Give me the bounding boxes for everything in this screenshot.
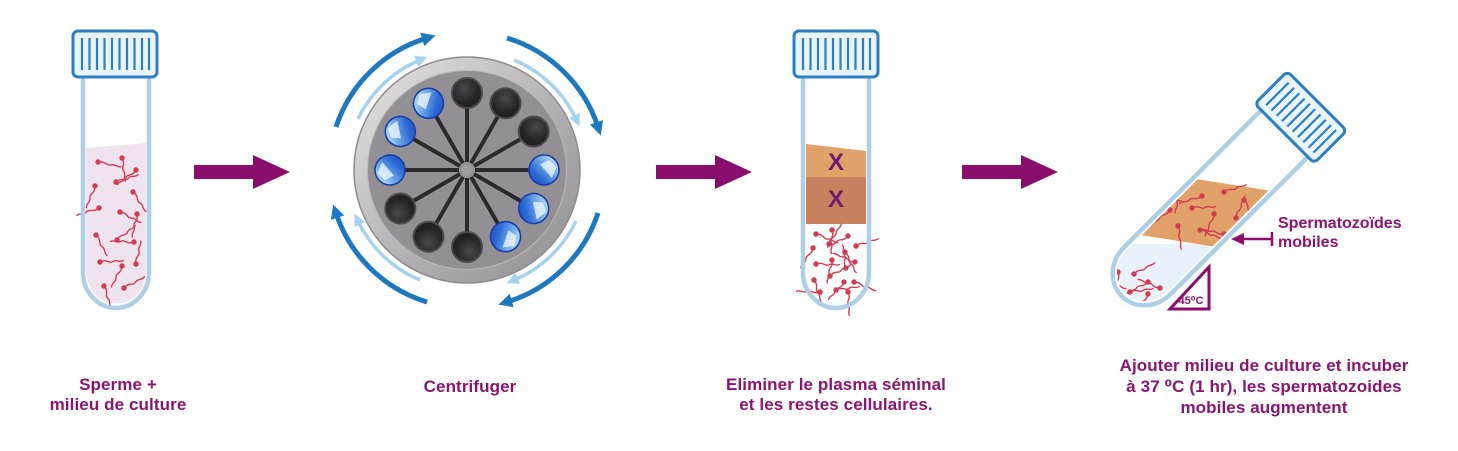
tube-wall <box>80 77 152 311</box>
caption-step3: Eliminer le plasma séminal et les restes… <box>700 375 972 415</box>
caption-line: Eliminer le plasma séminal <box>726 375 946 394</box>
step3-discard-tube: X X <box>792 29 880 317</box>
caption-line: à 37 ⁰C (1 hr), les spermatozoides <box>1126 377 1402 396</box>
angle-label: 45⁰C <box>1179 295 1204 307</box>
annotation-line: Spermatozoïdes <box>1278 215 1402 232</box>
caption-line: milieu de culture <box>49 395 187 414</box>
discard-mark-2: X <box>828 186 844 213</box>
step2-centrifuge <box>330 32 604 308</box>
discard-mark-1: X <box>828 149 844 176</box>
step1-sperm-culture-tube <box>71 29 159 311</box>
plasma-layer-top <box>806 144 866 177</box>
tube-wall <box>1110 108 1310 308</box>
annotation-line: mobiles <box>1278 234 1339 251</box>
plasma-layer-bottom <box>806 177 866 224</box>
caption-step1: Sperme + milieu de culture <box>8 375 228 415</box>
tube-cap <box>792 29 880 79</box>
annotation-arrow <box>1231 232 1274 246</box>
caption-line: Ajouter milieu de culture et incuber <box>1119 356 1409 375</box>
step-arrow-2 <box>656 155 752 189</box>
tube-wall <box>800 77 872 311</box>
step-arrow-3 <box>962 155 1058 189</box>
centrifuge-hub <box>461 164 473 176</box>
step4-incubated-tube: 45⁰C <box>1104 71 1347 314</box>
rotation-arrows <box>330 32 604 308</box>
tube-cap <box>71 29 159 79</box>
caption-line: mobiles augmentent <box>1180 398 1348 417</box>
caption-line: Sperme + <box>79 375 157 394</box>
centrifuge-spokes <box>405 108 529 232</box>
motile-sperm-annotation: Spermatozoïdes mobiles <box>1278 214 1448 252</box>
caption-line: et les restes cellulaires. <box>739 395 933 414</box>
angle-indicator: 45⁰C <box>1166 263 1211 311</box>
tube-cap <box>1255 71 1347 163</box>
caption-line: Centrifuger <box>423 377 517 396</box>
caption-step2: Centrifuger <box>370 377 570 397</box>
caption-step4: Ajouter milieu de culture et incuber à 3… <box>1083 355 1445 418</box>
step-arrow-1 <box>194 155 290 189</box>
